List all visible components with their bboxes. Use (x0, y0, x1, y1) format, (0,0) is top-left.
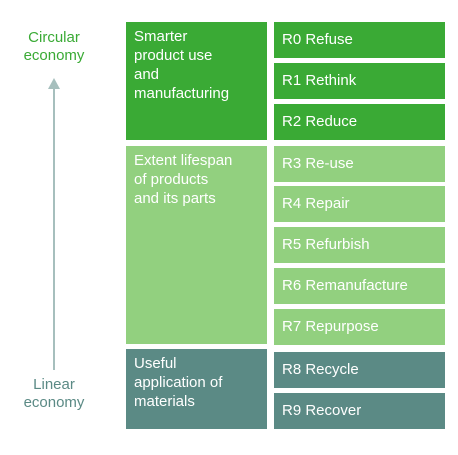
strategy-r3: R3 Re-use (274, 146, 445, 182)
strategy-r8: R8 Recycle (274, 352, 445, 388)
group-extend-lifespan: Extent lifespan of products and its part… (126, 146, 267, 344)
strategy-r2: R2 Reduce (274, 104, 445, 140)
strategy-r6: R6 Remanufacture (274, 268, 445, 304)
strategy-r5: R5 Refurbish (274, 227, 445, 263)
group-useful-application: Useful application of materials (126, 349, 267, 429)
arrow-shaft (53, 88, 55, 370)
group-smarter-use: Smarter product use and manufacturing (126, 22, 267, 140)
linear-economy-label: Linear economy (23, 376, 85, 411)
strategy-r0: R0 Refuse (274, 22, 445, 58)
circular-economy-label: Circular economy (23, 29, 85, 64)
up-arrow-icon (48, 78, 60, 89)
strategy-r7: R7 Repurpose (274, 309, 445, 345)
strategy-r1: R1 Rethink (274, 63, 445, 99)
strategy-r9: R9 Recover (274, 393, 445, 429)
strategy-r4: R4 Repair (274, 186, 445, 222)
